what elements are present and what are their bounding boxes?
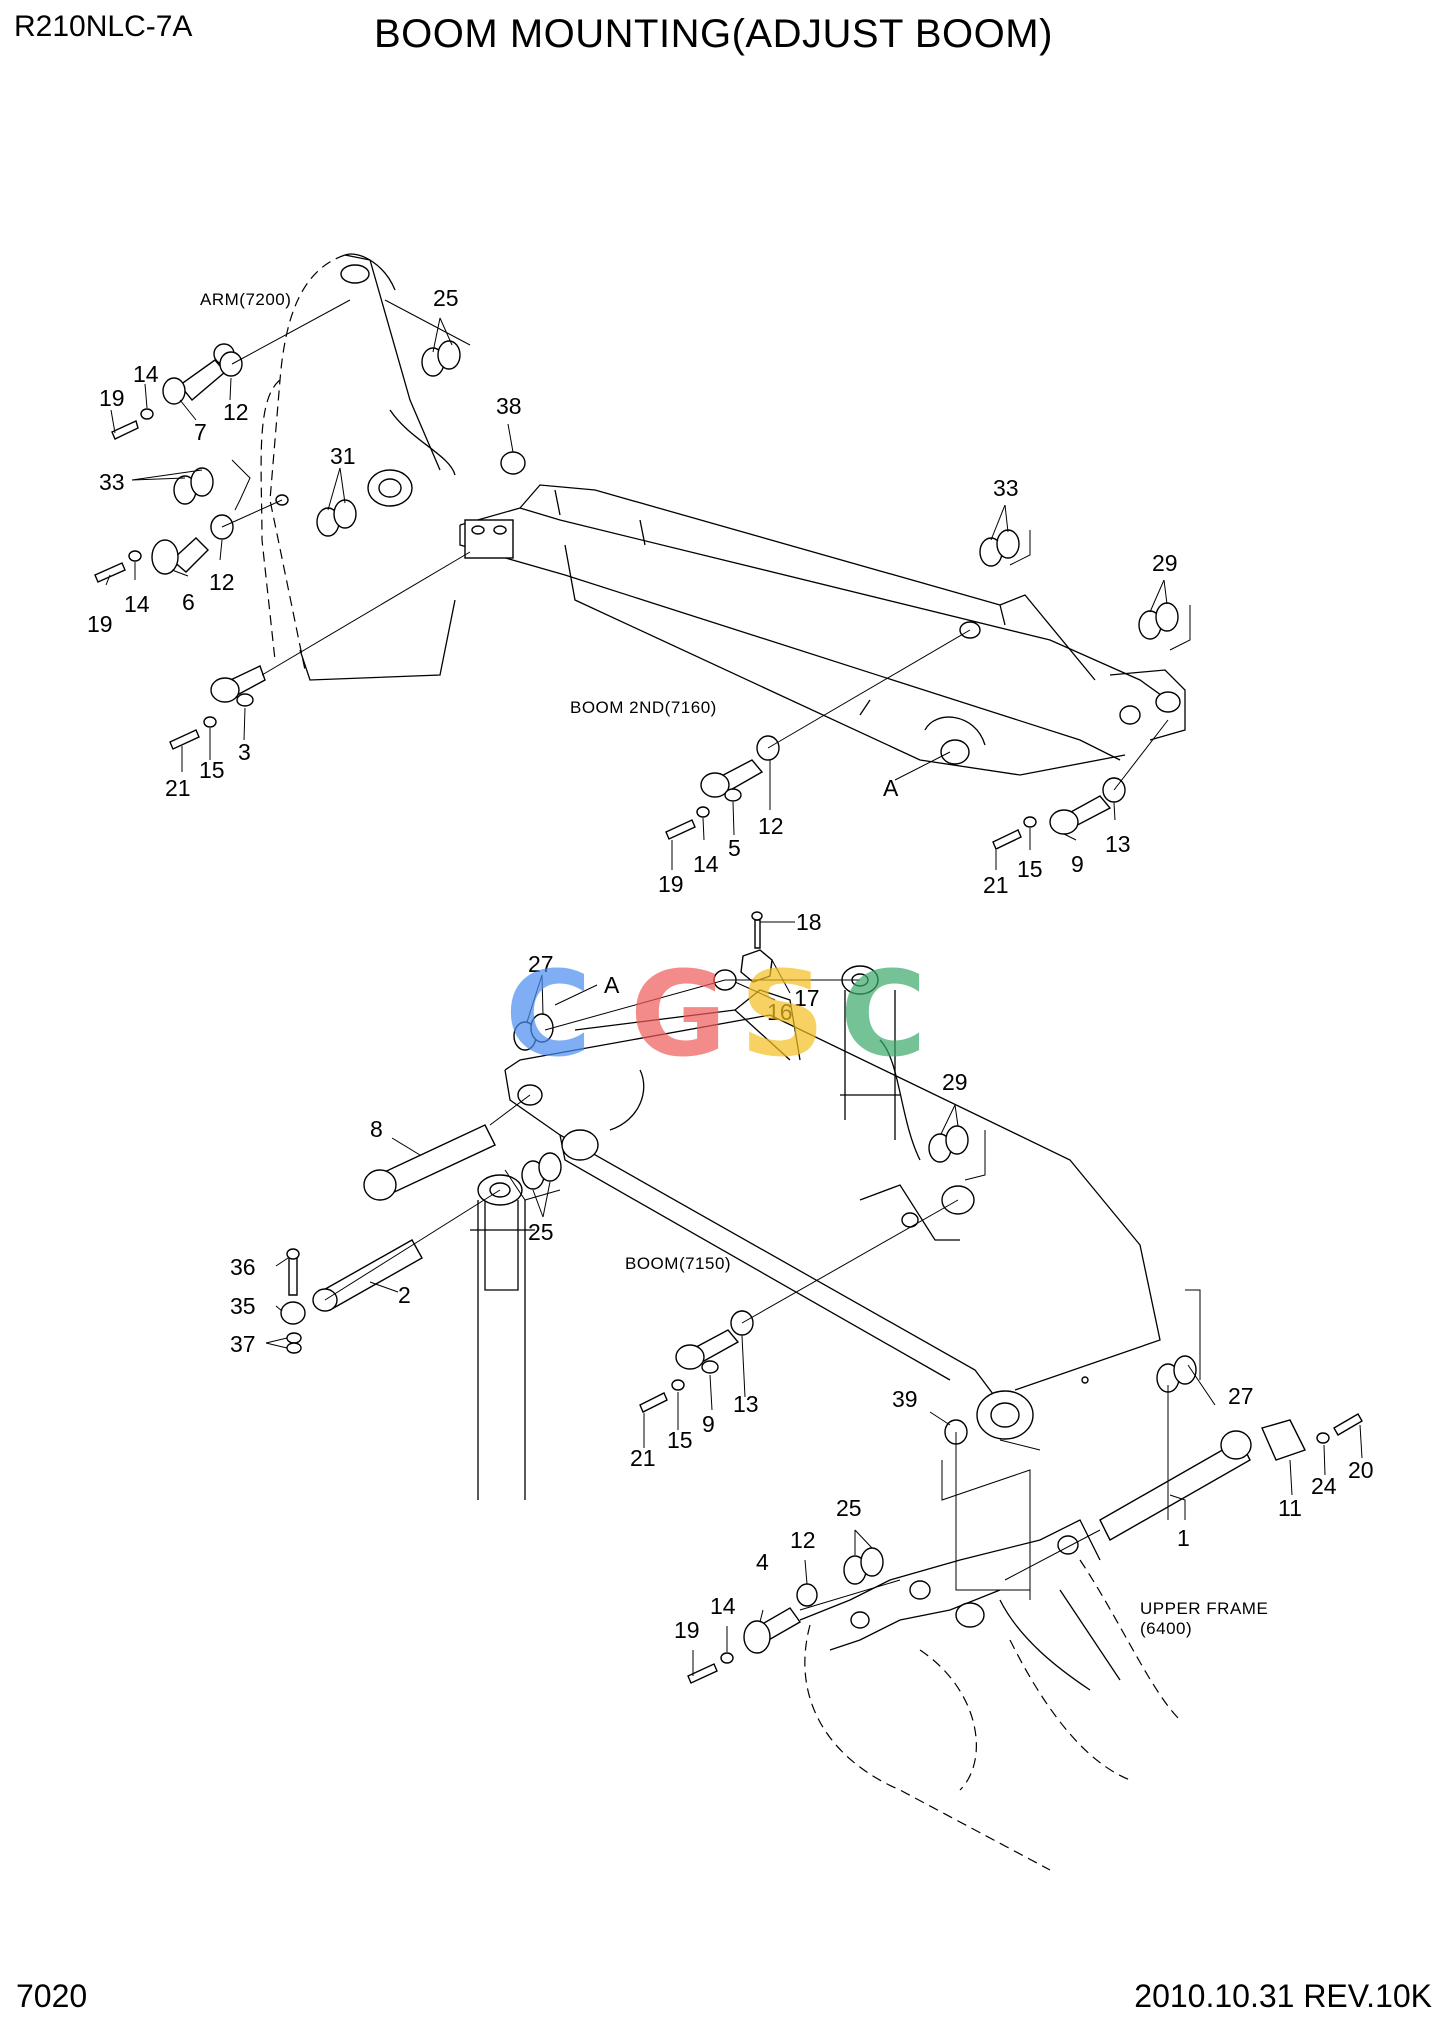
ref-upper-frame-number: (6400): [1140, 1619, 1192, 1638]
callout-13-lower: 13: [733, 1391, 759, 1417]
callout-27-lower: 27: [1228, 1383, 1254, 1409]
callout-38: 38: [496, 393, 522, 419]
callout-11: 11: [1278, 1495, 1302, 1521]
callout-15-b: 15: [1017, 856, 1043, 882]
watermark-letter-c1: C: [505, 945, 592, 1083]
callout-19: 19: [99, 385, 125, 411]
callout-3: 3: [238, 739, 251, 765]
page-number: 7020: [16, 1978, 88, 2014]
boom-outline: [504, 989, 1161, 1440]
callout-33-right: 33: [993, 475, 1019, 501]
callout-27-upper: 27: [528, 951, 554, 977]
ref-upper-frame: UPPER FRAME: [1140, 1599, 1268, 1618]
callout-16: 16: [767, 999, 793, 1025]
callout-37: 37: [230, 1331, 256, 1357]
ref-point-a-lower: A: [604, 972, 620, 998]
callout-14-d: 14: [710, 1593, 736, 1619]
ref-arm: ARM(7200): [200, 290, 291, 309]
arm-outline: [260, 253, 456, 681]
callout-24: 24: [1311, 1473, 1337, 1499]
callout-21: 21: [165, 775, 191, 801]
callout-15-c: 15: [667, 1427, 693, 1453]
watermark-letter-s: S: [740, 945, 825, 1083]
callout-36: 36: [230, 1254, 256, 1280]
callout-19-c: 19: [658, 871, 684, 897]
callout-9-upper: 9: [1071, 851, 1084, 877]
callout-6: 6: [182, 589, 195, 615]
callout-12: 12: [223, 399, 249, 425]
callout-25: 25: [433, 285, 459, 311]
callout-25-c: 25: [836, 1495, 862, 1521]
callout-1: 1: [1177, 1525, 1190, 1551]
callout-25-b: 25: [528, 1219, 554, 1245]
callout-5: 5: [728, 835, 741, 861]
callout-19-b: 19: [87, 611, 113, 637]
callout-14-c: 14: [693, 851, 719, 877]
callout-7: 7: [194, 419, 207, 445]
boom-cylinder: [470, 1174, 535, 1500]
callout-14-b: 14: [124, 591, 150, 617]
hardware-parts: [94, 340, 1363, 1684]
callout-8: 8: [370, 1116, 383, 1142]
callout-21-c: 21: [630, 1445, 656, 1471]
watermark-letter-c2: C: [840, 945, 927, 1083]
callout-12-b: 12: [209, 569, 235, 595]
revision-date: 2010.10.31 REV.10K: [1134, 1978, 1432, 2014]
callout-14: 14: [133, 361, 159, 387]
callout-12-d: 12: [790, 1527, 816, 1553]
callout-39: 39: [892, 1386, 918, 1412]
callout-33-left: 33: [99, 469, 125, 495]
model-number: R210NLC-7A: [14, 10, 193, 43]
callout-35: 35: [230, 1293, 256, 1319]
ref-point-a-upper: A: [883, 775, 899, 801]
callout-17: 17: [794, 985, 820, 1011]
watermark-letter-g: G: [630, 945, 727, 1083]
callout-18: 18: [796, 909, 822, 935]
callout-20: 20: [1348, 1457, 1374, 1483]
callout-21-b: 21: [983, 872, 1009, 898]
boom-2nd-outline: [459, 484, 1186, 776]
callout-2: 2: [398, 1282, 411, 1308]
ref-boom: BOOM(7150): [625, 1254, 731, 1273]
callout-31: 31: [330, 443, 356, 469]
callout-29-upper: 29: [1152, 550, 1178, 576]
callouts: 25 14 19 7 12 38 31 33 33 29 19 14 6 12 …: [87, 285, 1374, 1643]
callout-19-d: 19: [674, 1617, 700, 1643]
callout-9-lower: 9: [702, 1411, 715, 1437]
upper-frame-outline: [799, 1519, 1181, 1871]
callout-15: 15: [199, 757, 225, 783]
page-title: BOOM MOUNTING(ADJUST BOOM): [374, 12, 1053, 56]
cgsc-watermark-logo: C G S C: [505, 945, 927, 1083]
callout-12-c: 12: [758, 813, 784, 839]
ref-boom-2nd: BOOM 2ND(7160): [570, 698, 717, 717]
assembly-lines: [221, 299, 1201, 1611]
callout-4: 4: [756, 1549, 769, 1575]
callout-29-lower: 29: [942, 1069, 968, 1095]
callout-13-upper: 13: [1105, 831, 1131, 857]
leader-lines: [105, 299, 1363, 1676]
